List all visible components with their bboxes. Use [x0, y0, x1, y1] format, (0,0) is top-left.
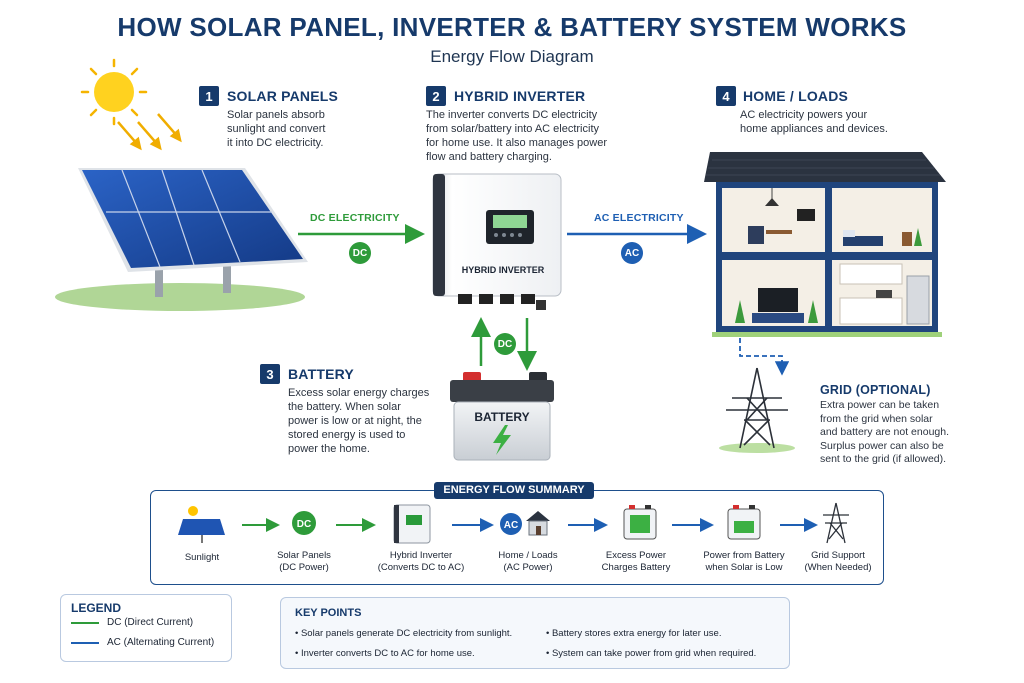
- key-points-box: KEY POINTS • Solar panels generate DC el…: [280, 597, 790, 669]
- sun-panel-icon: [178, 506, 225, 543]
- battery-discharge-icon: [727, 505, 761, 540]
- grid-section-title: GRID (OPTIONAL): [820, 383, 931, 397]
- key-point-item: • Battery stores extra energy for later …: [546, 628, 722, 639]
- battery-charge-icon: [623, 505, 657, 540]
- solar-section-desc: Solar panels absorb sunlight and convert…: [227, 109, 326, 149]
- battery-section-desc: Excess solar energy charges the battery.…: [288, 387, 430, 455]
- summary-step-1-label: Sunlight: [184, 552, 220, 563]
- ac-flow-label: AC ELECTRICITY: [594, 212, 684, 224]
- summary-title: ENERGY FLOW SUMMARY: [434, 482, 594, 499]
- solar-panel-array: [55, 168, 308, 311]
- pylon-icon: [823, 502, 849, 544]
- summary-step-3-label: Hybrid Inverter(Converts DC to AC): [377, 550, 465, 573]
- battery-device-label: BATTERY: [474, 410, 530, 424]
- legend-title: LEGEND: [71, 601, 122, 615]
- key-points-title: KEY POINTS: [295, 607, 362, 619]
- inverter-section-title: HYBRID INVERTER: [454, 88, 586, 104]
- summary-step-7-label: Grid Support(When Needed): [804, 550, 872, 573]
- svg-text:DC: DC: [297, 519, 311, 530]
- battery-section-title: BATTERY: [288, 366, 354, 382]
- page-subtitle: Energy Flow Diagram: [430, 47, 594, 66]
- legend-ac-swatch: [71, 642, 99, 644]
- dc-badge: DC: [349, 242, 371, 264]
- home-section-title: HOME / LOADS: [743, 88, 849, 104]
- inverter-icon: [393, 504, 431, 544]
- key-point-item: • System can take power from grid when r…: [546, 648, 757, 659]
- step-number-2: 2: [426, 86, 446, 106]
- summary-icons: DC AC: [178, 502, 849, 544]
- key-point-item: • Solar panels generate DC electricity f…: [295, 628, 513, 639]
- grid-pylon-icon: [719, 367, 795, 453]
- dc-battery-badge: DC: [494, 333, 516, 355]
- inverter-section-desc: The inverter converts DC electricity fro…: [426, 109, 607, 163]
- legend-ac-label: AC (Alternating Current): [107, 637, 215, 648]
- step-number-1: 1: [199, 86, 219, 106]
- battery-device: [450, 372, 554, 461]
- energy-flow-illustration: [55, 58, 946, 461]
- hybrid-inverter-device: [432, 173, 562, 310]
- key-point-item: • Inverter converts DC to AC for home us…: [295, 648, 475, 659]
- sun-icon: [80, 58, 182, 151]
- inverter-device-label: HYBRID INVERTER: [461, 265, 545, 275]
- page-title: HOW SOLAR PANEL, INVERTER & BATTERY SYST…: [117, 12, 907, 42]
- dc-flow-label: DC ELECTRICITY: [310, 212, 400, 224]
- summary-step-4-label: Home / Loads(AC Power): [498, 550, 558, 573]
- svg-text:AC: AC: [504, 520, 518, 531]
- ac-home-icon: AC: [500, 511, 550, 536]
- step-number-3: 3: [260, 364, 280, 384]
- summary-step-2-label: Solar Panels(DC Power): [277, 550, 331, 573]
- step-number-4: 4: [716, 86, 736, 106]
- home-section-desc: AC electricity powers your home applianc…: [740, 109, 888, 135]
- ac-badge: AC: [621, 242, 643, 264]
- home-building: [704, 152, 946, 337]
- solar-section-title: SOLAR PANELS: [227, 88, 339, 104]
- grid-section-desc: Extra power can be taken from the grid w…: [820, 399, 950, 465]
- legend-dc-swatch: [71, 622, 99, 624]
- legend-dc-label: DC (Direct Current): [107, 617, 194, 628]
- legend-box: LEGEND DC (Direct Current) AC (Alternati…: [60, 594, 232, 662]
- dc-badge-icon: DC: [292, 511, 316, 535]
